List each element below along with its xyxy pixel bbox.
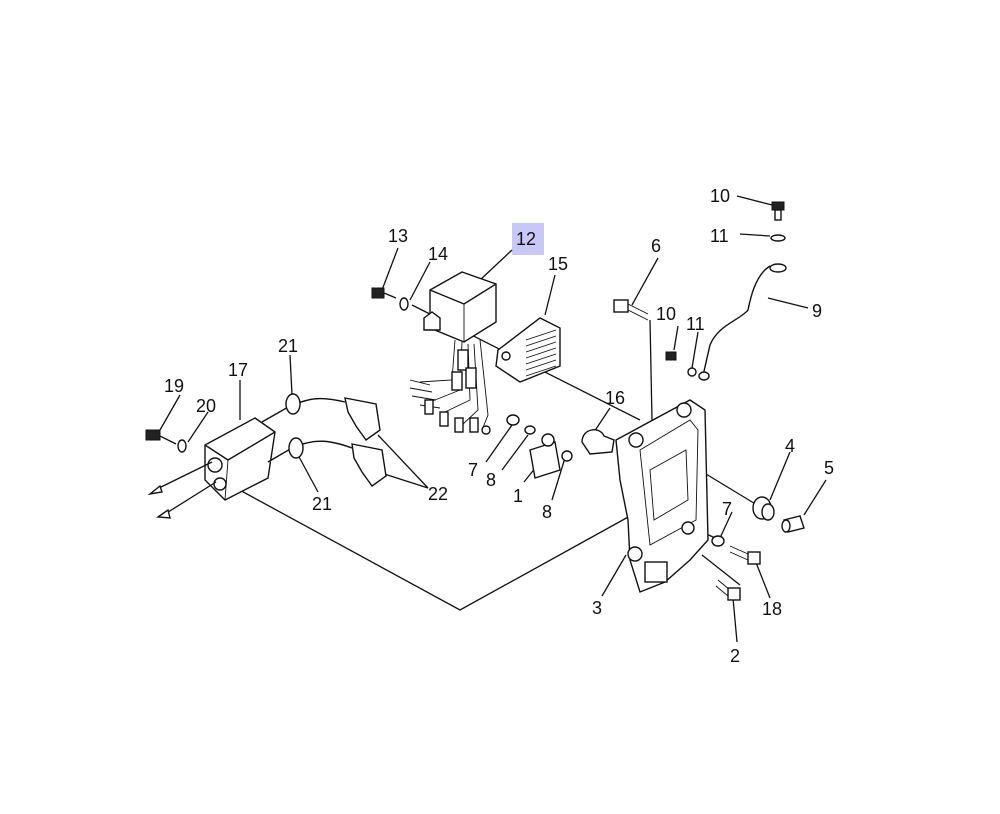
- part-8-washer: [524, 425, 536, 435]
- part-5-collar: [781, 515, 805, 533]
- part-19-bolt: [145, 429, 177, 445]
- label-16: 16: [605, 388, 625, 408]
- part-11-washer-mid: [687, 367, 697, 377]
- label-21-bottom: 21: [312, 494, 332, 514]
- part-10-bolt-top: [771, 201, 785, 221]
- part-18-bolt: [729, 545, 761, 565]
- label-11-mid: 11: [686, 314, 705, 334]
- label-8-left: 8: [486, 470, 496, 490]
- label-17: 17: [228, 360, 248, 380]
- label-22: 22: [428, 484, 448, 504]
- part-2-bolt: [715, 579, 741, 601]
- part-13-bolt: [371, 287, 397, 299]
- part-9-ground-lead: [698, 263, 787, 381]
- label-5: 5: [824, 458, 834, 478]
- label-10-mid: 10: [656, 304, 676, 324]
- label-12: 12: [516, 229, 536, 249]
- label-2: 2: [730, 646, 740, 666]
- part-6-screw: [613, 299, 649, 321]
- label-13: 13: [388, 226, 408, 246]
- leader-lines: [159, 195, 827, 643]
- part-16-clamp: [581, 429, 615, 455]
- label-1: 1: [513, 486, 523, 506]
- part-7-collar: [506, 414, 520, 426]
- label-11-top: 11: [710, 226, 729, 246]
- label-20: 20: [196, 396, 216, 416]
- part-14-washer: [399, 297, 409, 311]
- label-10-top: 10: [710, 186, 730, 206]
- part-3-mounting-plate: [615, 399, 709, 593]
- part-8-washer-b: [561, 450, 573, 462]
- label-21-top: 21: [278, 336, 298, 356]
- part-20-washer: [177, 439, 187, 453]
- label-4: 4: [785, 436, 795, 456]
- part-12-highlight: [512, 223, 544, 255]
- part-4-grommet: [752, 496, 775, 521]
- part-11-washer-top: [770, 234, 786, 242]
- part-labels: 12 13 14 15 6 10 11 9 10 11 16 7 8 1 8 4…: [164, 186, 834, 666]
- part-15-rectifier: [495, 317, 561, 383]
- label-18: 18: [762, 599, 782, 619]
- part-1-bracket-small: [529, 433, 561, 479]
- label-8-right: 8: [542, 502, 552, 522]
- part-10-bolt-mid: [665, 351, 677, 361]
- part-17-ignition-coil: [147, 393, 387, 519]
- part-12-cdi-unit: [409, 271, 497, 435]
- label-7-right: 7: [722, 499, 732, 519]
- label-9: 9: [812, 301, 822, 321]
- label-15: 15: [548, 254, 568, 274]
- label-7-left: 7: [468, 460, 478, 480]
- label-6: 6: [651, 236, 661, 256]
- part-7-collar-b: [711, 535, 725, 547]
- label-14: 14: [428, 244, 448, 264]
- label-19: 19: [164, 376, 184, 396]
- label-3: 3: [592, 598, 602, 618]
